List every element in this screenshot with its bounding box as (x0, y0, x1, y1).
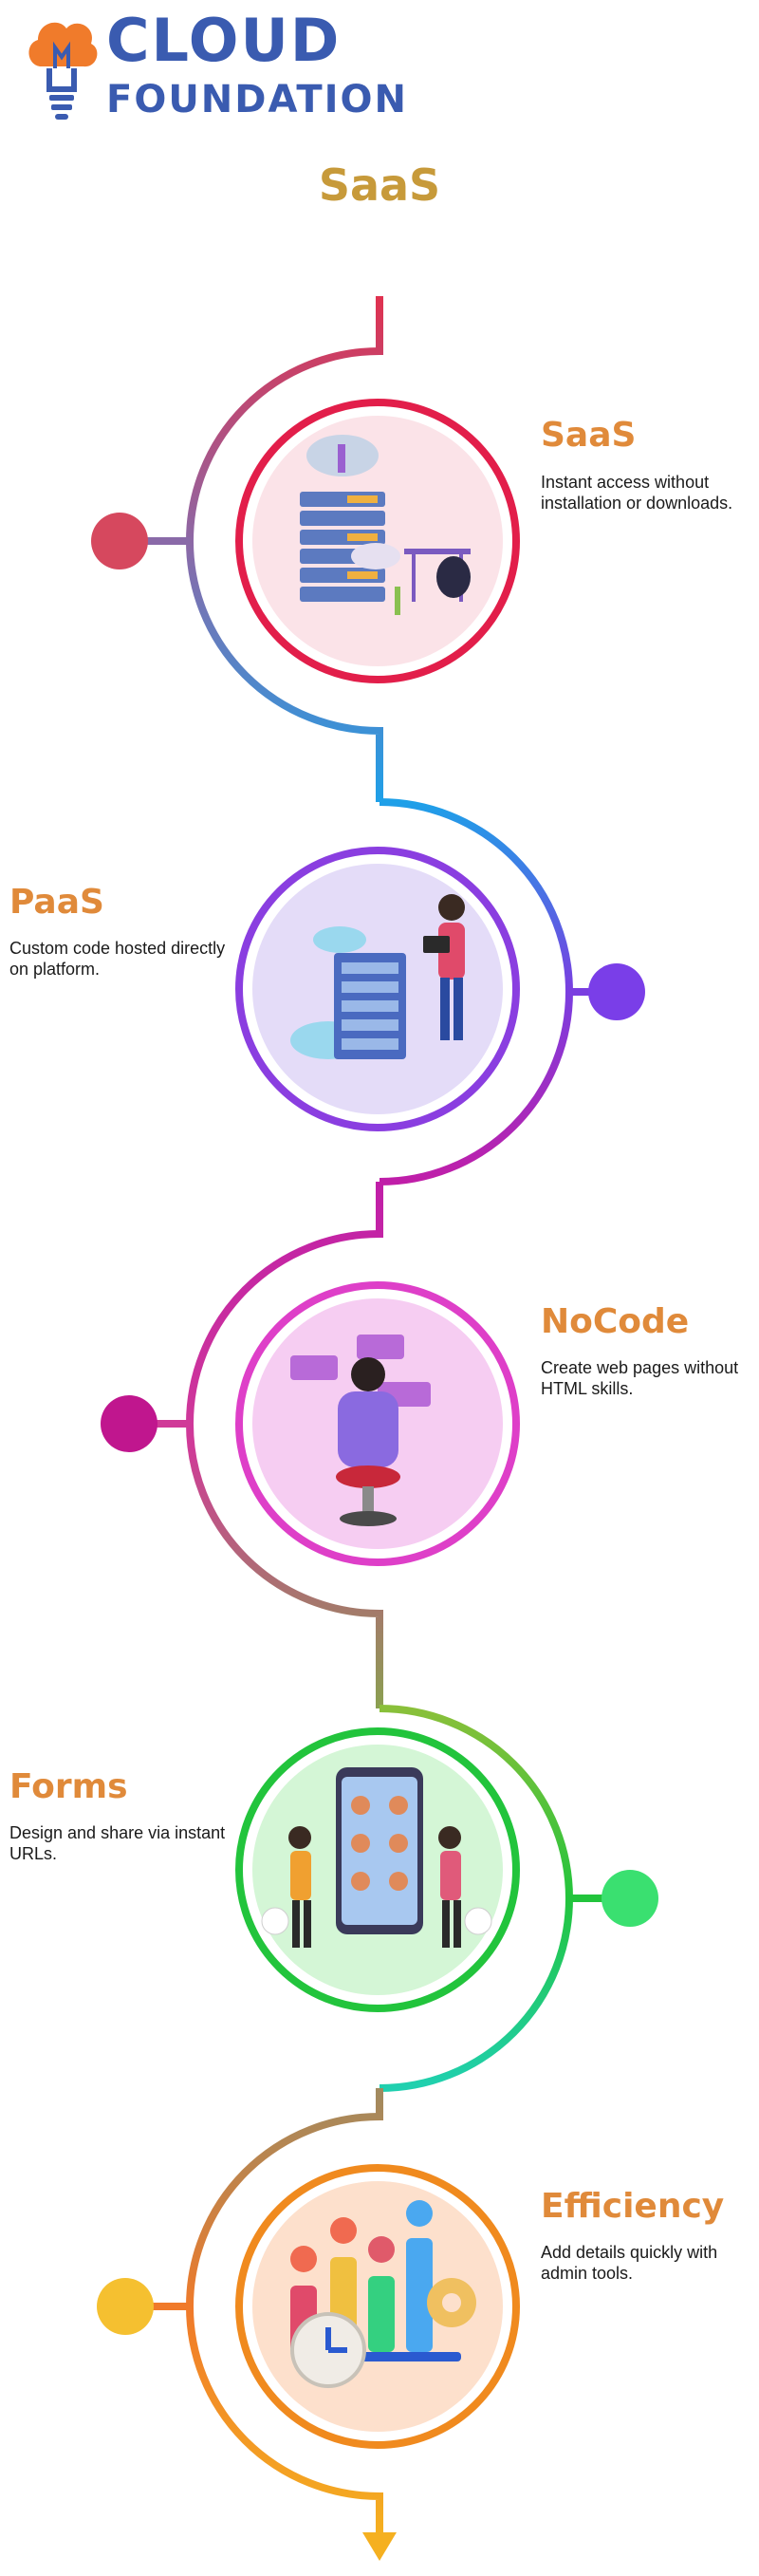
step-saas-desc: Instant access without installation or d… (541, 473, 733, 513)
server-cloud-workstation-illustration (300, 435, 471, 615)
step-nocode-desc: Create web pages without HTML skills. (541, 1358, 739, 1398)
step-paas-circle (235, 847, 520, 1131)
brand-line2: FOUNDATION (106, 78, 408, 121)
step-paas-title: PaaS (9, 883, 104, 922)
step-forms-desc: Design and share via instant URLs. (9, 1823, 226, 1863)
step-forms-circle (235, 1727, 520, 2012)
step-efficiency-title: Efficiency (541, 2187, 725, 2226)
step-saas-circle (235, 399, 520, 683)
step-forms-title: Forms (9, 1767, 128, 1806)
step-paas-desc: Custom code hosted directly on platform. (9, 939, 226, 979)
step-efficiency-circle (235, 2164, 520, 2449)
step-nocode-circle (235, 1281, 520, 1566)
step-saas-title: SaaS (541, 416, 637, 455)
brand-line1: CLOUD (106, 6, 342, 75)
step-efficiency-desc: Add details quickly with admin tools. (541, 2243, 718, 2283)
lightbulb-cloud-icon (28, 22, 98, 120)
bar-chart-clock-gear-illustration (290, 2200, 476, 2388)
people-phone-gallery-illustration (261, 1767, 492, 1948)
developer-server-rack-illustration (290, 894, 465, 1059)
page-title: SaaS (318, 159, 441, 211)
person-code-tags-illustration (290, 1335, 431, 1526)
step-nocode-title: NoCode (541, 1302, 690, 1341)
